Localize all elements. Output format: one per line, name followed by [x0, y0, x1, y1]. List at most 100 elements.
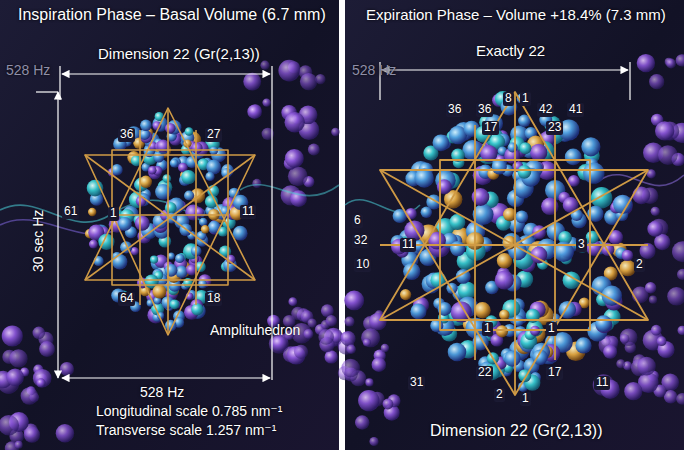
sphere — [591, 187, 612, 208]
caption-label: Inspiration Phase – Basal Volume (6.7 mm… — [18, 6, 326, 24]
callout-number: 11 — [240, 205, 256, 219]
sphere — [448, 343, 467, 362]
purple-bubble — [676, 393, 684, 405]
purple-bubble — [645, 282, 656, 293]
purple-bubble — [666, 59, 676, 69]
sphere — [433, 134, 450, 151]
purple-bubble — [9, 349, 27, 367]
sphere — [150, 256, 158, 264]
purple-bubble — [285, 149, 304, 168]
purple-bubble — [300, 73, 317, 90]
sphere — [437, 179, 452, 194]
callout-number: 36 — [476, 103, 493, 117]
sphere — [519, 142, 531, 154]
purple-bubble — [647, 221, 663, 237]
callout-number: 36 — [118, 128, 135, 142]
callout-number: 1 — [520, 92, 531, 106]
purple-bubble — [247, 104, 262, 119]
callout-number: 1 — [108, 207, 119, 221]
sphere — [205, 172, 214, 181]
purple-bubble — [603, 345, 617, 359]
callout-number: 10 — [354, 258, 371, 272]
purple-bubble — [288, 297, 297, 306]
purple-bubble — [285, 112, 305, 132]
caption-label: Exactly 22 — [476, 42, 545, 59]
purple-bubble — [260, 61, 269, 70]
purple-bubble — [341, 359, 360, 378]
caption-label: Expiration Phase – Volume +18.4% (7.3 mm… — [366, 6, 666, 23]
sphere — [140, 120, 152, 132]
sphere — [175, 254, 184, 263]
purple-bubble — [651, 325, 662, 336]
purple-bubble — [658, 145, 678, 165]
purple-bubble — [308, 319, 317, 328]
purple-bubble — [345, 317, 355, 327]
purple-bubble — [616, 359, 625, 368]
purple-bubble — [347, 345, 356, 354]
purple-bubble — [369, 437, 378, 446]
purple-bubble — [294, 345, 308, 359]
purple-bubble — [365, 378, 373, 386]
purple-bubble — [24, 427, 40, 443]
purple-bubble — [657, 336, 667, 346]
sphere-cluster — [85, 91, 636, 392]
purple-bubble — [624, 382, 642, 400]
callout-number: 22 — [476, 366, 493, 380]
sphere — [474, 302, 490, 318]
purple-bubble — [308, 144, 320, 156]
callout-number: 17 — [546, 366, 563, 380]
sphere — [165, 123, 176, 134]
purple-bubble — [331, 128, 339, 136]
purple-bubble — [620, 334, 630, 344]
caption-label: 528 Hz — [6, 62, 50, 78]
sphere — [201, 225, 209, 233]
bubble-clusters — [0, 54, 684, 450]
purple-bubble — [33, 369, 52, 388]
sphere — [207, 185, 219, 197]
sphere — [111, 164, 122, 175]
callout-number: 8 — [503, 92, 514, 106]
sphere — [400, 289, 411, 300]
caption-label: Dimension 22 (Gr(2,13)) — [98, 45, 260, 62]
purple-bubble — [262, 98, 270, 106]
purple-bubble — [6, 368, 24, 386]
star-frame-left — [85, 108, 255, 335]
sphere — [165, 202, 177, 214]
purple-bubble — [33, 327, 46, 340]
purple-bubble — [15, 441, 23, 449]
callout-number: 1 — [546, 322, 557, 336]
caption-label: Longitudinal scale 0.785 nm⁻¹ — [96, 403, 282, 419]
sphere — [410, 303, 426, 319]
right-panel — [345, 0, 684, 450]
sphere — [152, 285, 166, 299]
purple-bubble — [369, 313, 387, 331]
purple-bubble — [358, 390, 379, 411]
purple-bubble — [651, 207, 660, 216]
sphere — [112, 254, 127, 269]
purple-bubble — [56, 424, 74, 442]
callout-number: 42 — [537, 103, 554, 117]
purple-bubble — [667, 287, 684, 306]
purple-bubble — [344, 291, 364, 311]
sphere — [191, 303, 203, 315]
sphere — [450, 241, 465, 256]
sphere — [496, 325, 508, 337]
callout-number: 1 — [520, 392, 531, 406]
sphere — [495, 270, 514, 289]
callout-number: 61 — [62, 205, 79, 219]
callout-number: 3 — [576, 238, 587, 252]
caption-label: Amplituhedron — [210, 322, 300, 338]
purple-bubble — [243, 73, 261, 91]
purple-bubble — [252, 179, 261, 188]
sphere — [575, 337, 591, 353]
purple-bubble — [632, 186, 650, 204]
purple-bubble — [381, 344, 389, 352]
purple-bubble — [361, 328, 380, 347]
purple-bubble — [672, 241, 684, 262]
purple-bubble — [363, 339, 371, 347]
sphere — [89, 240, 98, 249]
sphere — [170, 159, 179, 168]
sphere — [170, 299, 180, 309]
sphere — [499, 310, 509, 320]
